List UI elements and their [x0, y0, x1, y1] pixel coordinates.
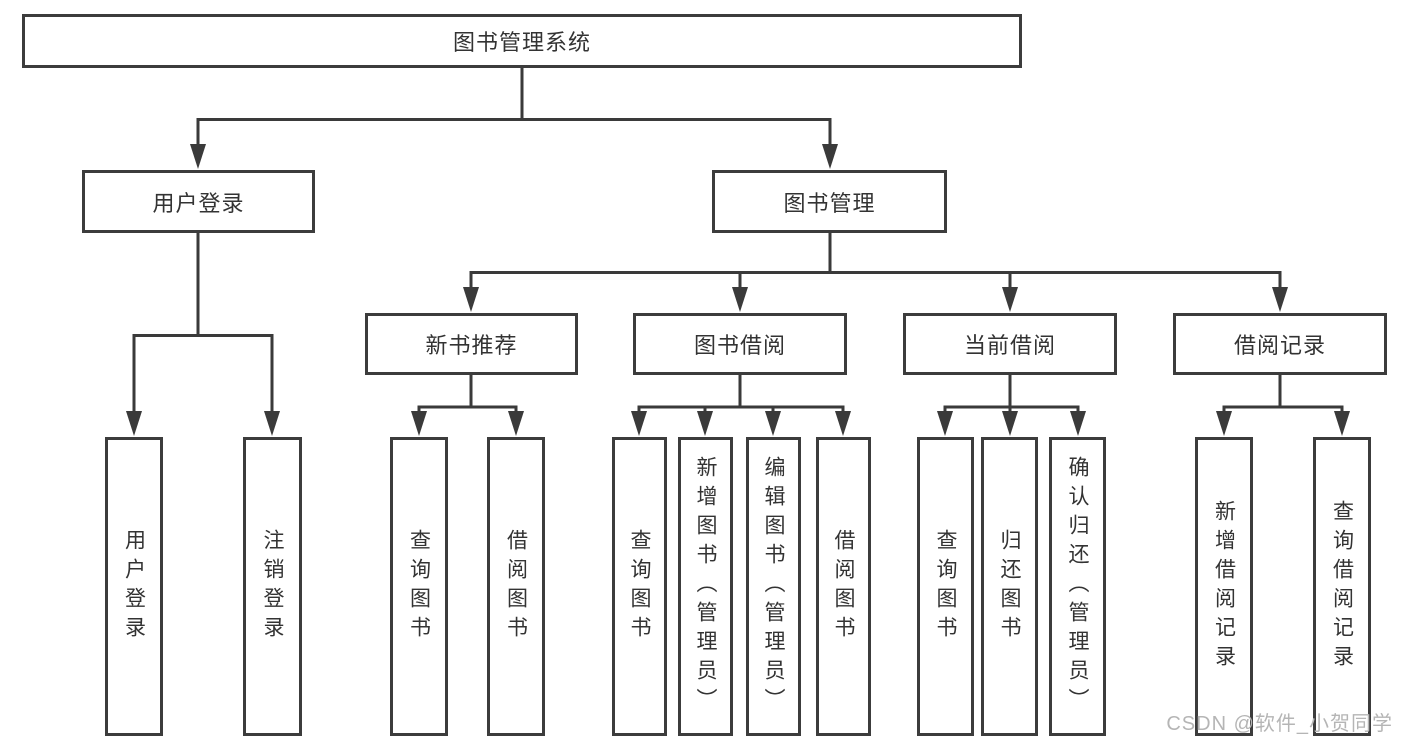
arrowhead	[508, 411, 524, 436]
leaf-add-borrow-record: 新增借阅记录	[1195, 437, 1253, 736]
leaf-query-book-new: 查询图书	[390, 437, 448, 736]
leaf-borrow-book-new-label: 借阅图书	[504, 528, 528, 645]
leaf-query-book-current-label: 查询图书	[934, 528, 957, 645]
node-book-mgmt-label: 图书管理	[783, 190, 876, 216]
leaf-logout: 注销登录	[243, 437, 302, 736]
arrowhead	[1070, 411, 1086, 436]
leaf-user-login: 用户登录	[105, 437, 163, 736]
arrowhead	[765, 411, 781, 436]
node-root: 图书管理系统	[22, 14, 1022, 68]
leaf-borrow-book-borrow: 借阅图书	[816, 437, 871, 736]
arrowhead	[264, 411, 280, 436]
node-user-login-label: 用户登录	[152, 190, 245, 216]
node-book-borrow: 图书借阅	[633, 313, 847, 375]
leaf-user-login-label: 用户登录	[122, 528, 146, 645]
connector-root-to-level2	[190, 68, 838, 169]
arrowhead	[822, 144, 838, 169]
arrowhead	[463, 287, 479, 312]
csdn-watermark: CSDN @软件_小贺同学	[1166, 713, 1393, 735]
leaf-edit-book-admin: 编辑图书（管理员）	[746, 437, 801, 736]
leaf-borrow-book-new: 借阅图书	[487, 437, 545, 736]
leaf-return-book-label: 归还图书	[998, 528, 1021, 645]
connector-book-mgmt-children	[463, 232, 1288, 312]
leaf-borrow-book-borrow-label: 借阅图书	[832, 528, 855, 645]
node-borrow-record-label: 借阅记录	[1233, 333, 1326, 358]
leaf-add-borrow-record-label: 新增借阅记录	[1212, 499, 1236, 674]
node-root-label: 图书管理系统	[452, 30, 591, 55]
leaf-query-borrow-record: 查询借阅记录	[1313, 437, 1371, 736]
node-new-book-rec: 新书推荐	[365, 313, 578, 375]
node-current-borrow: 当前借阅	[903, 313, 1117, 375]
leaf-query-borrow-record-label: 查询借阅记录	[1330, 499, 1354, 674]
leaf-query-book-borrow: 查询图书	[612, 437, 667, 736]
leaf-query-book-current: 查询图书	[917, 437, 974, 736]
arrowhead	[937, 411, 953, 436]
arrowhead	[126, 411, 142, 436]
leaf-confirm-return-admin: 确认归还（管理员）	[1049, 437, 1106, 736]
arrowhead	[1272, 287, 1288, 312]
node-user-login: 用户登录	[82, 170, 315, 233]
connector-current-borrow-children	[937, 374, 1086, 436]
arrowhead	[1216, 411, 1232, 436]
arrowhead	[411, 411, 427, 436]
leaf-return-book: 归还图书	[981, 437, 1038, 736]
node-current-borrow-label: 当前借阅	[963, 333, 1056, 358]
leaf-query-book-borrow-label: 查询图书	[628, 528, 651, 645]
leaf-logout-label: 注销登录	[261, 528, 284, 645]
node-book-mgmt: 图书管理	[712, 170, 947, 233]
connector-user-login-children	[126, 232, 280, 436]
arrowhead	[835, 411, 851, 436]
connector-new-book-rec-children	[411, 374, 524, 436]
arrowhead	[732, 287, 748, 312]
connector-borrow-record-children	[1216, 374, 1350, 436]
arrowhead	[1002, 411, 1018, 436]
arrowhead	[190, 144, 206, 169]
node-new-book-rec-label: 新书推荐	[425, 333, 518, 358]
leaf-add-book-admin: 新增图书（管理员）	[678, 437, 733, 736]
node-borrow-record: 借阅记录	[1173, 313, 1387, 375]
arrowhead	[697, 411, 713, 436]
arrowhead	[1002, 287, 1018, 312]
leaf-add-book-admin-label: 新增图书（管理员）	[694, 456, 717, 717]
node-book-borrow-label: 图书借阅	[693, 333, 786, 358]
connector-book-borrow-children	[631, 374, 851, 436]
leaf-edit-book-admin-label: 编辑图书（管理员）	[762, 456, 785, 717]
leaf-confirm-return-admin-label: 确认归还（管理员）	[1066, 456, 1089, 717]
arrowhead	[1334, 411, 1350, 436]
leaf-query-book-new-label: 查询图书	[407, 528, 431, 645]
arrowhead	[631, 411, 647, 436]
